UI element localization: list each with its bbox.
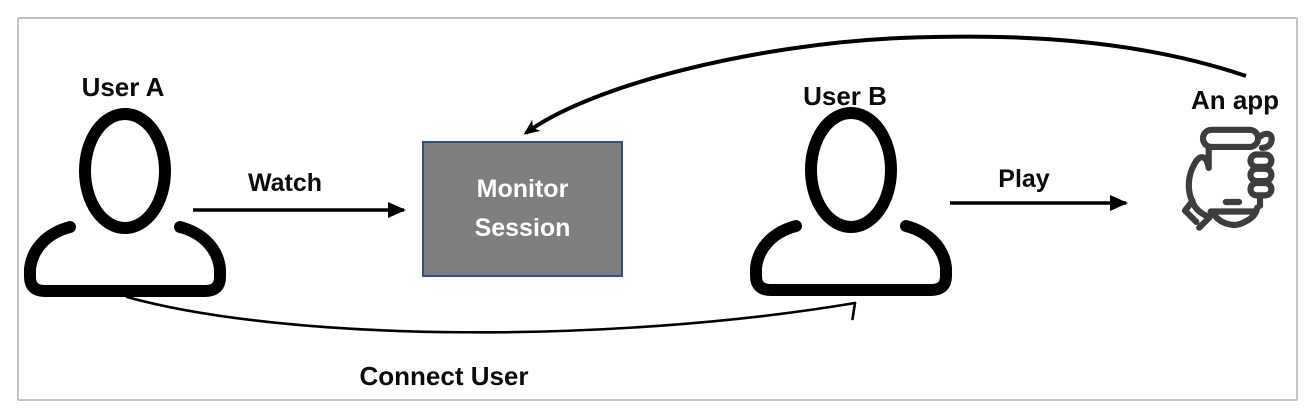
user-icon [756, 113, 946, 290]
connect-user-arrow [125, 295, 857, 334]
user-b-label: User B [803, 81, 887, 111]
an-app-label: An app [1190, 85, 1280, 115]
watch-edge-label: Watch [247, 169, 323, 197]
connect-user-edge-label: Connect User [359, 361, 529, 391]
node-monitor-session: Monitor Session [422, 141, 623, 277]
user-a-label: User A [81, 72, 165, 102]
app-to-monitor-arrow [523, 34, 1247, 135]
monitor-session-label: Monitor Session [474, 175, 571, 242]
user-icon [30, 114, 220, 291]
hand-holding-phone-icon [1181, 126, 1275, 231]
play-edge-label: Play [998, 165, 1050, 193]
